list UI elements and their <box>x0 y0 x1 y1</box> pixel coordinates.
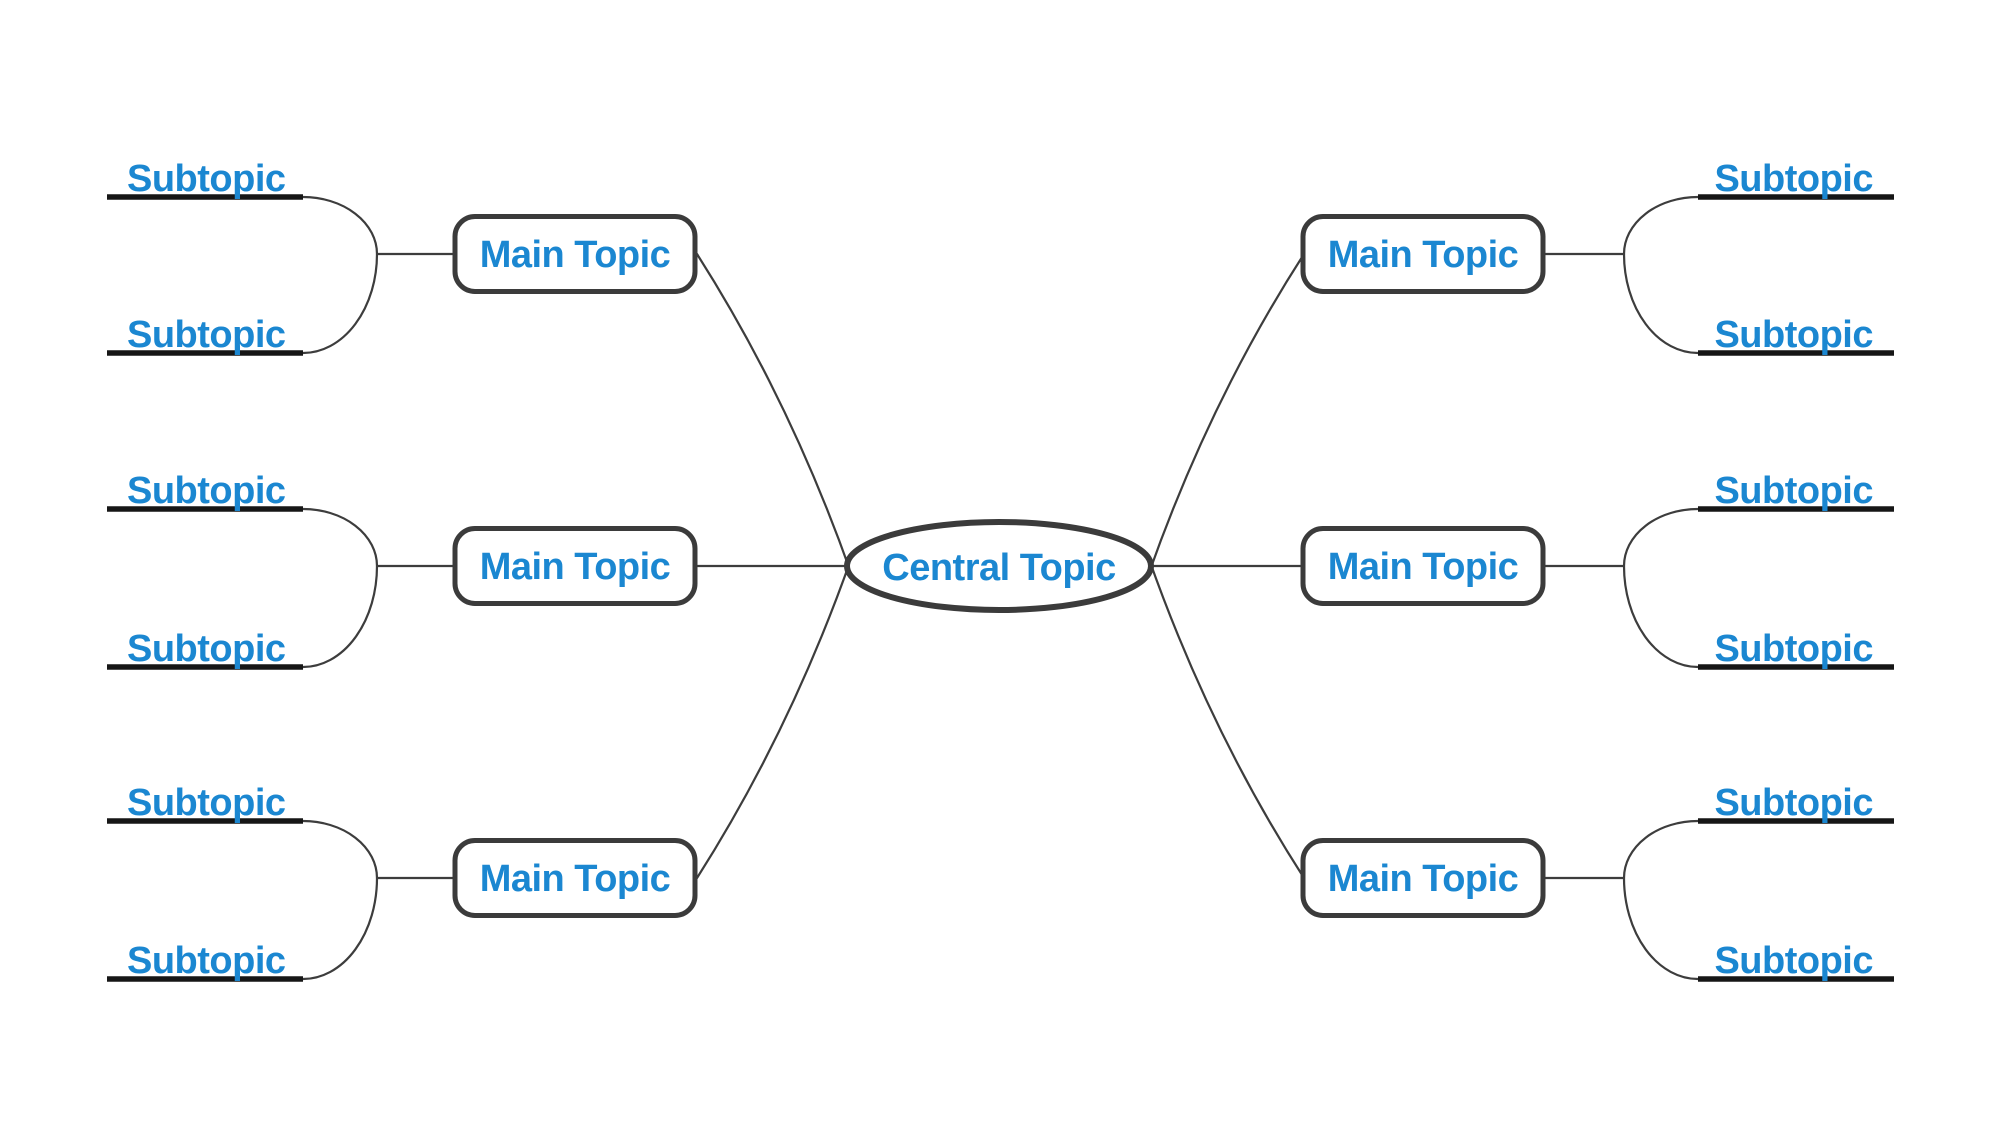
subtopic-bracket-arc <box>301 819 379 880</box>
main-topic-node-left-middle[interactable]: Main Topic <box>452 526 698 606</box>
subtopic-label[interactable]: Subtopic <box>1714 940 1873 982</box>
main-topic-box[interactable] <box>1300 838 1546 918</box>
central-topic-shape[interactable] <box>844 519 1154 613</box>
main-topic-label: Main Topic <box>480 546 671 588</box>
subtopic-label[interactable]: Subtopic <box>127 628 286 670</box>
subtopic-label[interactable]: Subtopic <box>127 782 286 824</box>
subtopic-label[interactable]: Subtopic <box>1714 314 1873 356</box>
subtopic-bracket-arc <box>301 507 379 568</box>
main-topic-label: Main Topic <box>480 234 671 276</box>
subtopic-bracket-arc <box>1622 564 1700 669</box>
main-topic-box[interactable] <box>452 214 698 294</box>
connector-central-left-bottom <box>695 557 853 880</box>
subtopic-bracket-arc <box>301 564 379 669</box>
connector-central-right-top <box>1147 252 1306 575</box>
subtopic-bracket-arc <box>1622 876 1700 981</box>
subtopic-bracket-arc <box>1622 195 1700 256</box>
main-topic-label: Main Topic <box>1328 546 1519 588</box>
subtopic-label[interactable]: Subtopic <box>1714 470 1873 512</box>
main-topic-node-right-middle[interactable]: Main Topic <box>1300 526 1546 606</box>
subtopic-bracket-arc <box>301 876 379 981</box>
main-topic-box[interactable] <box>452 526 698 606</box>
subtopic-label[interactable]: Subtopic <box>127 470 286 512</box>
subtopic-bracket-arc <box>1622 819 1700 880</box>
main-topic-box[interactable] <box>1300 526 1546 606</box>
subtopic-label[interactable]: Subtopic <box>1714 628 1873 670</box>
main-topic-box[interactable] <box>452 838 698 918</box>
subtopic-bracket-arc <box>301 252 379 355</box>
subtopic-label[interactable]: Subtopic <box>1714 158 1873 200</box>
main-topic-node-left-top[interactable]: Main Topic <box>452 214 698 294</box>
subtopic-bracket-arc <box>301 195 379 256</box>
subtopic-bracket-arc <box>1622 252 1700 355</box>
central-topic-label: Central Topic <box>882 547 1116 589</box>
central-topic-node[interactable]: Central Topic <box>844 519 1154 613</box>
connector-central-left-top <box>695 252 853 575</box>
subtopic-label[interactable]: Subtopic <box>127 158 286 200</box>
main-topic-node-right-top[interactable]: Main Topic <box>1300 214 1546 294</box>
subtopic-bracket-arc <box>1622 507 1700 568</box>
main-topic-node-right-bottom[interactable]: Main Topic <box>1300 838 1546 918</box>
subtopic-label[interactable]: Subtopic <box>127 940 286 982</box>
subtopic-label[interactable]: Subtopic <box>1714 782 1873 824</box>
main-topic-node-left-bottom[interactable]: Main Topic <box>452 838 698 918</box>
main-topic-box[interactable] <box>1300 214 1546 294</box>
subtopic-label[interactable]: Subtopic <box>127 314 286 356</box>
main-topic-label: Main Topic <box>480 858 671 900</box>
connector-central-right-bottom <box>1147 557 1306 880</box>
main-topic-label: Main Topic <box>1328 858 1519 900</box>
main-topic-label: Main Topic <box>1328 234 1519 276</box>
